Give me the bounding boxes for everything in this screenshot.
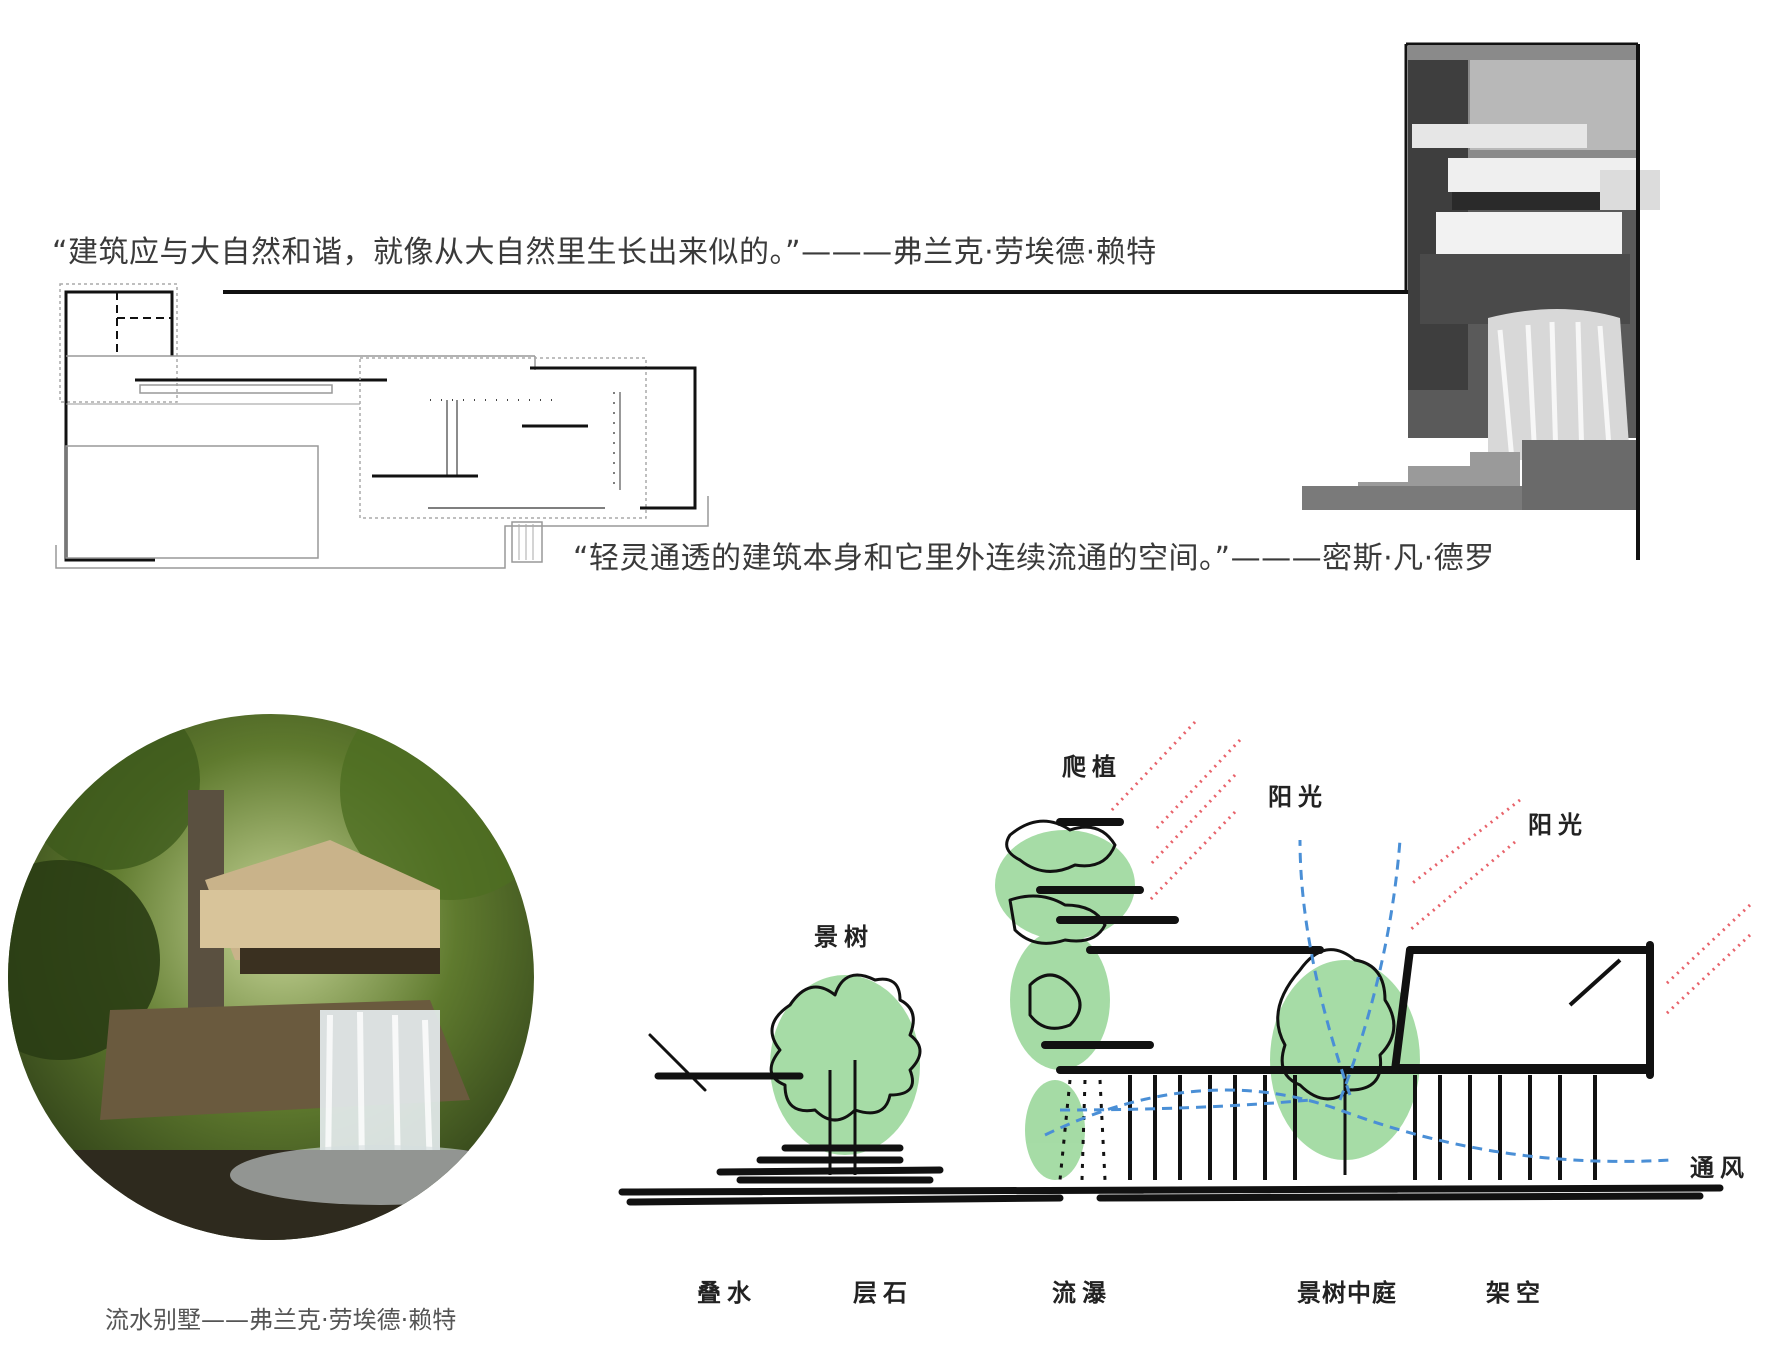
label-stacked-water: 叠水 <box>697 1279 757 1307</box>
foliage-group <box>770 830 1420 1180</box>
label-feature-tree: 景树 <box>814 923 874 951</box>
label-stilts: 架空 <box>1486 1279 1546 1307</box>
quote-wright: “建筑应与大自然和谐，就像从大自然里生长出来似的。”———弗兰克·劳埃德·赖特 <box>52 235 1157 270</box>
label-sunlight-1: 阳光 <box>1268 783 1328 811</box>
building-slabs <box>1036 818 1654 1079</box>
stilts <box>1128 958 1622 1180</box>
ground-line <box>618 1144 1724 1206</box>
fallingwater-bw-photo <box>1302 42 1660 560</box>
label-layered-stone: 层石 <box>853 1279 913 1307</box>
waterfall-dashes <box>1058 1079 1107 1181</box>
label-ventilation: 通风 <box>1690 1154 1750 1182</box>
floor-plan <box>55 283 709 569</box>
wind-arrows <box>1044 839 1671 1163</box>
label-sunlight-2: 阳光 <box>1528 811 1588 839</box>
left-terrace <box>648 1033 804 1092</box>
photo-caption: 流水别墅——弗兰克·劳埃德·赖特 <box>105 1306 457 1334</box>
quote-mies: “轻灵通透的建筑本身和它里外连续流通的空间。”———密斯·凡·德罗 <box>573 541 1495 576</box>
label-tree-courtyard: 景树中庭 <box>1297 1279 1397 1307</box>
label-waterfall: 流瀑 <box>1052 1279 1112 1307</box>
label-climbing-plants: 爬植 <box>1062 753 1122 781</box>
sun-arrows <box>1108 720 1752 1017</box>
